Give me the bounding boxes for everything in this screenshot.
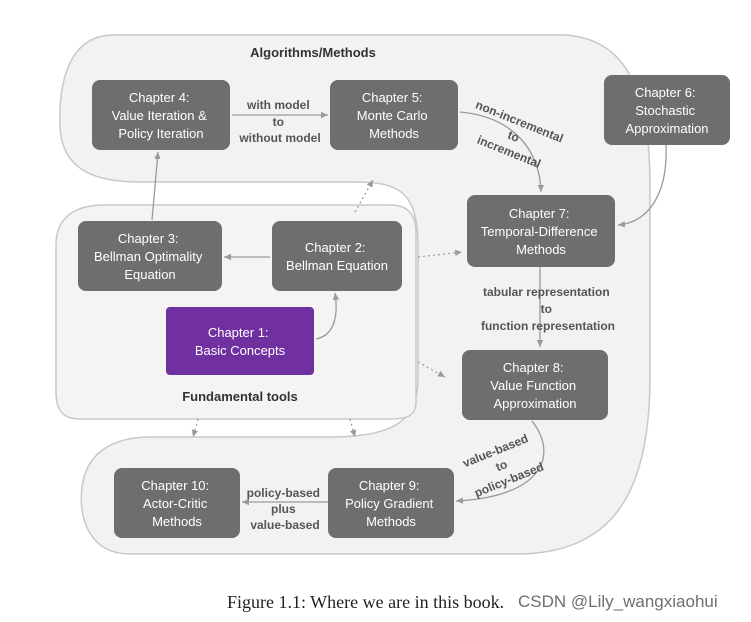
svg-text:Chapter 9: Policy Gradie: Chapter 9: Policy Gradient Methods (345, 478, 437, 529)
figure-caption: Figure 1.1: Where we are in this book. (227, 592, 505, 612)
watermark: CSDN @Lily_wangxiaohui (518, 592, 718, 611)
svg-text:Chapter 7: Temporal-Diff: Chapter 7: Temporal-Difference Methods (481, 206, 601, 257)
ch8-line-1: Chapter 8: (503, 360, 564, 375)
dotted-arrow-ch5 (354, 179, 374, 213)
ch2-line-2: Bellman Equation (286, 258, 388, 273)
ch6-line-2: Stochastic (635, 103, 695, 118)
edge-label-ch7-ch8-line-1: tabular representation (483, 285, 610, 299)
ch7-line-3: Methods (516, 242, 566, 257)
arrow-ch6-ch7 (617, 144, 667, 228)
ch1-line-1: Chapter 1: (208, 325, 269, 340)
edge-label-ch9-ch10: policy-based plus value-based (247, 486, 324, 532)
svg-text:Chapter 8: Value Functio: Chapter 8: Value Function Approximation (490, 360, 579, 411)
svg-text:Chapter 5: Monte Carlo: Chapter 5: Monte Carlo Methods (357, 90, 431, 141)
chapter-box-ch5: Chapter 5: Monte Carlo Methods (330, 80, 458, 150)
ch7-line-1: Chapter 7: (509, 206, 570, 221)
svg-text:Chapter 10: Actor-Critic: Chapter 10: Actor-Critic Methods (141, 478, 213, 529)
ch10-line-3: Methods (152, 514, 202, 529)
chapter-box-ch7: Chapter 7: Temporal-Difference Methods (467, 195, 615, 267)
chapter-box-ch10: Chapter 10: Actor-Critic Methods (114, 468, 240, 538)
ch5-line-3: Methods (369, 126, 419, 141)
figure-caption-row: Figure 1.1: Where we are in this book. C… (0, 588, 751, 618)
chapter-box-ch1: Chapter 1: Basic Concepts (166, 307, 314, 375)
edge-label-ch4-ch5-line-3: without model (238, 131, 320, 145)
edge-label-ch9-ch10-line-2: plus (271, 502, 296, 516)
algorithms-region (59, 34, 651, 555)
ch6-line-1: Chapter 6: (635, 85, 696, 100)
chapter-box-ch8: Chapter 8: Value Function Approximation (462, 350, 608, 420)
ch9-line-1: Chapter 9: (359, 478, 420, 493)
ch8-line-2: Value Function (490, 378, 576, 393)
edge-label-ch4-ch5: with model to without model (238, 98, 320, 145)
dotted-arrow-ch8 (417, 361, 446, 378)
dotted-arrows (191, 179, 463, 438)
ch10-line-2: Actor-Critic (143, 496, 208, 511)
arrow-ch5-ch7 (459, 111, 545, 193)
arrow-ch8-ch9 (455, 420, 545, 504)
ch3-line-2: Bellman Optimality (94, 249, 203, 264)
edge-label-ch9-ch10-line-3: value-based (250, 518, 319, 532)
ch6-line-3: Approximation (625, 121, 708, 136)
chapter-box-ch3: Chapter 3: Bellman Optimality Equation (78, 221, 222, 291)
ch7-line-2: Temporal-Difference (481, 224, 598, 239)
ch3-line-1: Chapter 3: (118, 231, 179, 246)
svg-text:Chapter 2: Bellman Equat: Chapter 2: Bellman Equation (286, 240, 388, 273)
dotted-arrow-ch9 (349, 418, 357, 438)
edge-label-ch9-ch10-line-1: policy-based (247, 486, 320, 500)
chapter-box-ch4: Chapter 4: Value Iteration & Policy Iter… (92, 80, 230, 150)
svg-text:Chapter 6: Stochastic: Chapter 6: Stochastic Approximation (625, 85, 708, 136)
svg-text:Chapter 1: Basic Concept: Chapter 1: Basic Concepts (195, 325, 286, 358)
fundamental-region-title: Fundamental tools (182, 389, 298, 404)
edge-label-ch4-ch5-line-1: with model (246, 98, 310, 112)
ch4-line-2: Value Iteration & (112, 108, 207, 123)
algorithms-region-title: Algorithms/Methods (250, 45, 376, 60)
svg-text:Chapter 3: Bellman Optim: Chapter 3: Bellman Optimality Equation (94, 231, 206, 282)
chapter-box-ch9: Chapter 9: Policy Gradient Methods (328, 468, 454, 538)
edge-label-ch7-ch8-line-3: function representation (481, 319, 615, 333)
edge-label-ch7-ch8: tabular representation to function repre… (481, 285, 615, 333)
ch4-line-3: Policy Iteration (118, 126, 203, 141)
ch9-line-3: Methods (366, 514, 416, 529)
edge-label-ch4-ch5-line-2: to (273, 115, 284, 129)
ch8-line-3: Approximation (493, 396, 576, 411)
ch1-line-2: Basic Concepts (195, 343, 286, 358)
chapter-box-ch2: Chapter 2: Bellman Equation (272, 221, 402, 291)
arrows (151, 111, 667, 506)
arrow-ch1-ch2 (315, 292, 340, 340)
ch5-line-1: Chapter 5: (362, 90, 423, 105)
ch5-line-2: Monte Carlo (357, 108, 428, 123)
dotted-arrow-ch10 (191, 418, 199, 438)
dotted-arrow-ch7 (417, 249, 463, 258)
ch10-line-1: Chapter 10: (141, 478, 209, 493)
ch2-line-1: Chapter 2: (305, 240, 366, 255)
ch3-line-3: Equation (124, 267, 175, 282)
svg-text:Chapter 4: Value Iterati: Chapter 4: Value Iteration & Policy Iter… (112, 90, 211, 141)
chapter-box-ch6: Chapter 6: Stochastic Approximation (604, 75, 730, 145)
edge-label-ch7-ch8-line-2: to (541, 302, 552, 316)
arrow-ch3-ch4 (151, 151, 161, 221)
ch9-line-2: Policy Gradient (345, 496, 434, 511)
ch4-line-1: Chapter 4: (129, 90, 190, 105)
